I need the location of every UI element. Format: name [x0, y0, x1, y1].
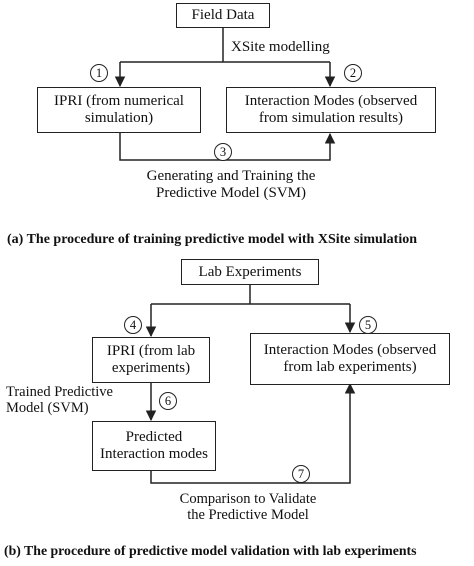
- modes-lab-line1: Interaction Modes (observed: [263, 342, 437, 359]
- generating-training-label: Generating and Training the Predictive M…: [126, 168, 336, 202]
- interaction-modes-simulation-box: Interaction Modes (observed from simulat…: [226, 87, 436, 133]
- modes-lab-line2: from lab experiments): [283, 359, 417, 375]
- trained-predictive-model-label: Trained Predictive Model (SVM): [6, 384, 113, 416]
- ipri-lab-box: IPRI (from lab experiments): [92, 337, 210, 383]
- arrow-predicted-to-modes-lab: [150, 382, 356, 484]
- step-3-marker: 3: [214, 143, 232, 161]
- step-4-marker: 4: [124, 316, 142, 334]
- lab-experiments-box: Lab Experiments: [181, 259, 319, 285]
- xsite-modelling-label: XSite modelling: [231, 39, 330, 55]
- trained-line2: Model (SVM): [6, 400, 89, 417]
- field-data-box: Field Data: [176, 3, 270, 28]
- ipri-sim-line2: simulation): [84, 110, 154, 126]
- ipri-lab-line2: experiments): [111, 360, 191, 376]
- predicted-modes-box: Predicted Interaction modes: [92, 421, 216, 471]
- step-5-marker: 5: [359, 316, 377, 334]
- interaction-modes-lab-box: Interaction Modes (observed from lab exp…: [250, 333, 450, 385]
- modes-sim-line2: from simulation results): [258, 110, 404, 126]
- lab-experiments-label: Lab Experiments: [198, 263, 302, 280]
- step-6-marker: 6: [159, 392, 177, 410]
- trained-line1: Trained Predictive: [6, 384, 113, 400]
- predicted-line2: Interaction modes: [100, 446, 208, 462]
- ipri-simulation-box: IPRI (from numerical simulation): [37, 87, 201, 133]
- comparison-line2: the Predictive Model: [187, 507, 309, 524]
- field-data-label: Field Data: [191, 7, 255, 24]
- ipri-lab-line1: IPRI (from lab: [106, 343, 196, 360]
- predicted-line1: Predicted: [125, 429, 183, 446]
- generating-line2: Predictive Model (SVM): [156, 184, 306, 201]
- modes-sim-line1: Interaction Modes (observed: [244, 93, 418, 110]
- comparison-line1: Comparison to Validate: [179, 491, 317, 507]
- comparison-validate-label: Comparison to Validate the Predictive Mo…: [153, 491, 343, 523]
- caption-b: (b) The procedure of predictive model va…: [4, 543, 417, 558]
- step-7-marker: 7: [292, 465, 310, 483]
- step-2-marker: 2: [344, 64, 362, 82]
- caption-a: (a) The procedure of training predictive…: [7, 232, 418, 247]
- step-1-marker: 1: [90, 64, 108, 82]
- ipri-sim-line1: IPRI (from numerical: [54, 93, 184, 110]
- generating-line1: Generating and Training the: [146, 168, 316, 184]
